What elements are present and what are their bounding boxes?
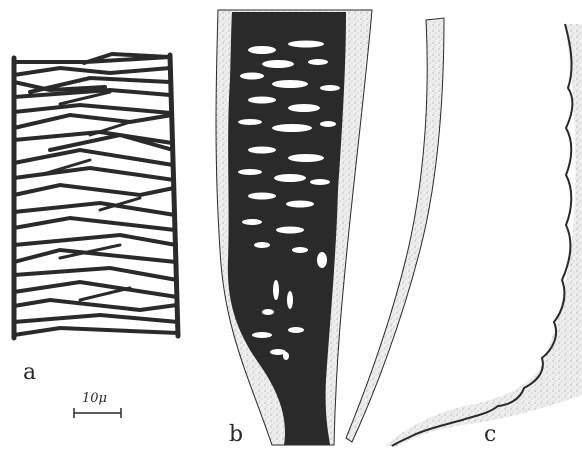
scale-bar-label: 10μ	[82, 392, 107, 405]
lattice-lower-fibers	[14, 203, 178, 335]
panel-b-label: b	[229, 424, 243, 446]
scale-bar	[74, 408, 121, 418]
lattice-top-fibers	[14, 54, 170, 97]
lattice-right-frame	[170, 55, 178, 336]
panel-b	[216, 10, 372, 445]
lattice-middle-fibers	[14, 105, 174, 195]
panel-c	[346, 18, 582, 446]
panel-a-label: a	[23, 362, 36, 384]
panel-a-lattice	[14, 54, 178, 338]
panel-c-label: c	[484, 424, 496, 446]
